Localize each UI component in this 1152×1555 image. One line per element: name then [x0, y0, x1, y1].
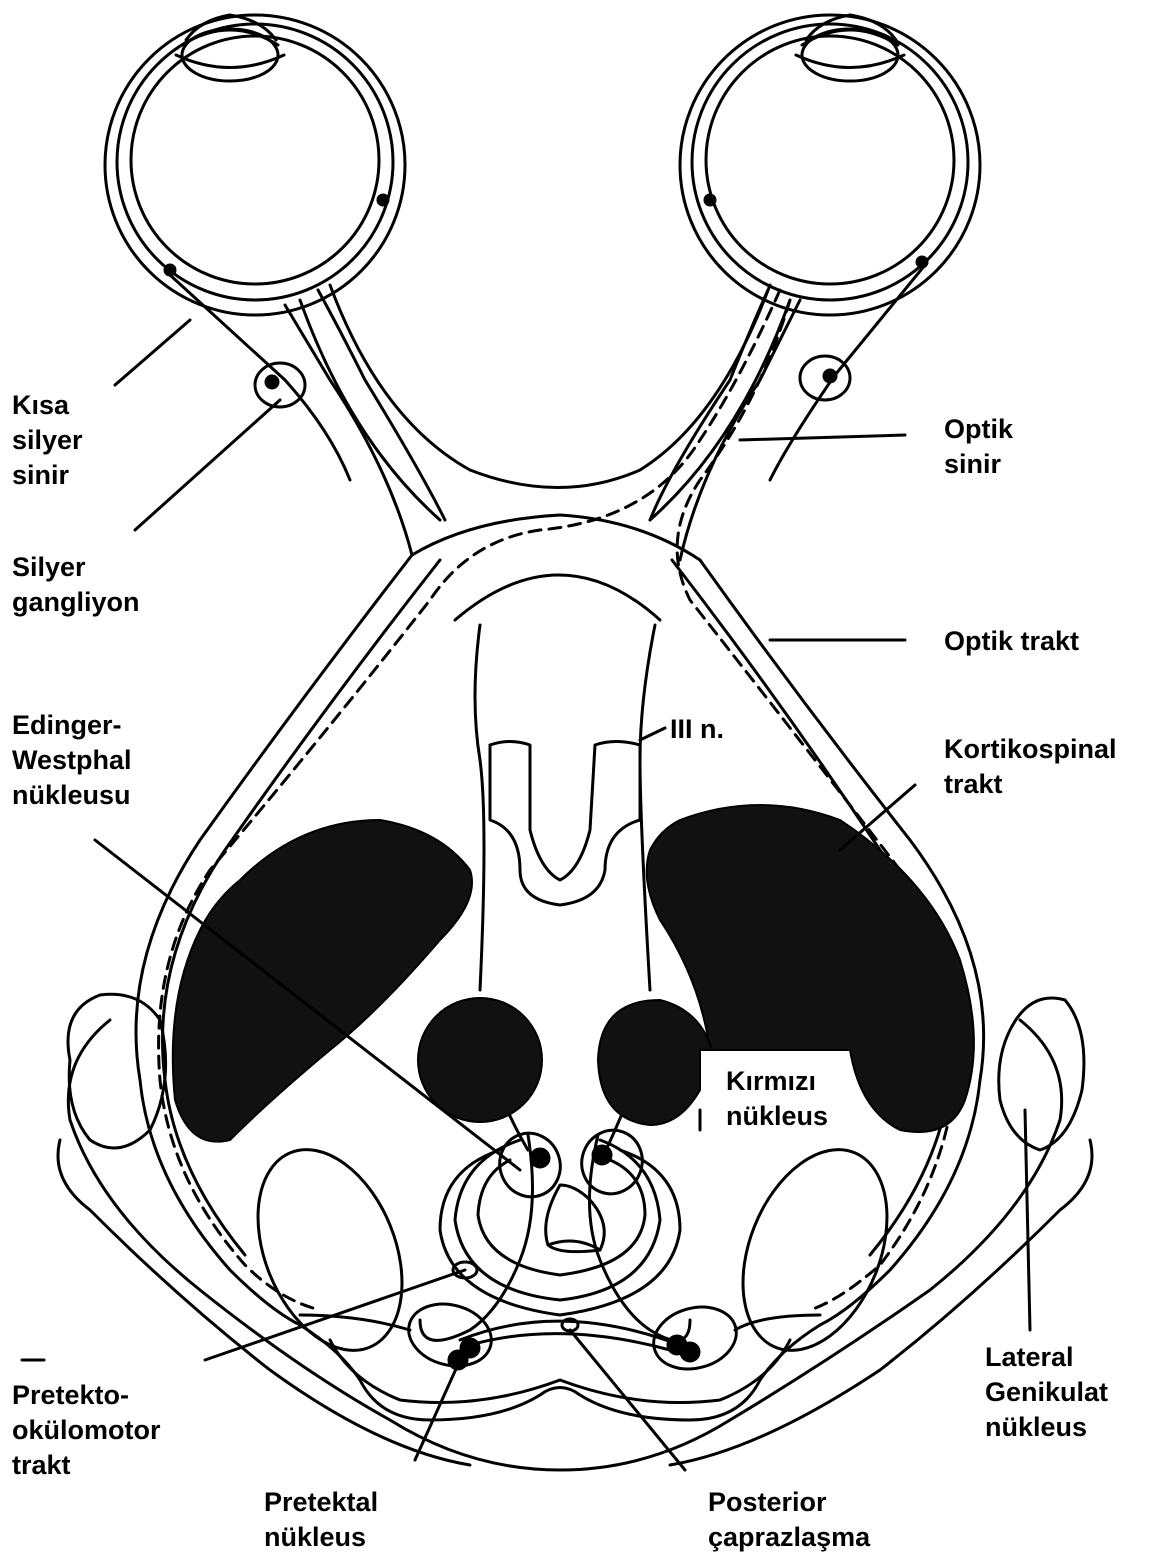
leader-kisa-silyer	[115, 320, 190, 385]
label-pretektal-nukleus: Pretektal nükleus	[264, 1485, 378, 1555]
leader-silyer-gangliyon	[135, 400, 280, 530]
label-edinger-westphal: Edinger- Westphal nükleusu	[12, 708, 132, 813]
leader-optik-sinir	[740, 435, 905, 440]
label-silyer-gangliyon: Silyer gangliyon	[12, 550, 140, 620]
label-optik-trakt: Optik trakt	[944, 624, 1079, 659]
label-kisa-silyer-sinir: Kısa silyer sinir	[12, 388, 83, 493]
label-kirmizi-nukleus: Kırmızı nükleus	[726, 1064, 828, 1134]
leader-kortikospinal	[840, 785, 915, 850]
label-optik-sinir: Optik sinir	[944, 412, 1013, 482]
optic-nerves-chiasm	[285, 285, 800, 620]
label-posterior-caprazlasma: Posterior çaprazlaşma	[708, 1485, 870, 1555]
leader-iii-n	[640, 728, 665, 740]
right-red-nucleus	[598, 1000, 712, 1125]
right-eyeball	[680, 15, 980, 315]
label-pretekto-okulomotor: Pretekto- okülomotor trakt	[12, 1378, 161, 1483]
cerebral-aqueduct-region	[420, 625, 690, 1340]
label-kortikospinal-trakt: Kortikospinal trakt	[944, 732, 1117, 802]
left-eyeball	[105, 15, 405, 315]
label-lateral-genikulat: Lateral Genikulat nükleus	[985, 1340, 1108, 1445]
edinger-westphal-nuclei	[491, 1122, 651, 1206]
label-iii-n: III n.	[670, 712, 724, 747]
